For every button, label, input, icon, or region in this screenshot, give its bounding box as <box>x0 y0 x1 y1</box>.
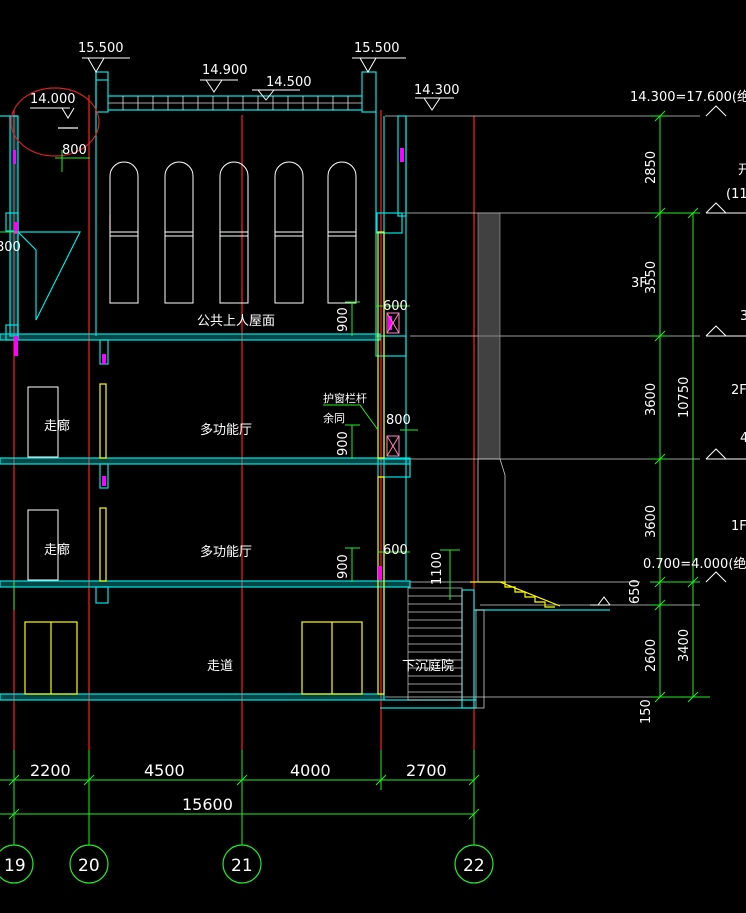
axis-bubble-19 <box>0 844 34 884</box>
dim-total-15600: 15600 <box>182 795 233 814</box>
axis-label-20: 20 <box>78 856 100 876</box>
axis-label-21: 21 <box>231 856 253 876</box>
dim-4500: 4500 <box>144 761 185 780</box>
dim-4000: 4000 <box>290 761 331 780</box>
dim-2700: 2700 <box>406 761 447 780</box>
dim-900-b: 900 <box>336 431 351 456</box>
dim-900-a: 900 <box>336 307 351 332</box>
label-passage: 走道 <box>207 659 233 674</box>
dim-600-a: 600 <box>383 299 408 314</box>
dimension-lines <box>0 110 710 845</box>
dim-800-b: 800 <box>386 413 411 428</box>
dim-600-b: 600 <box>383 543 408 558</box>
detail-callout-circle <box>10 87 100 157</box>
label-hall-2f: 多功能厅 <box>200 422 252 438</box>
floor-3f: 3F <box>631 276 647 291</box>
elevation-labels: 15.500 15.500 14.900 14.500 14.000 14.30… <box>30 41 746 572</box>
dim-3600-a: 3600 <box>644 383 659 416</box>
elevation-roof-left: 14.000 <box>30 92 76 107</box>
axis-numbers: 19 20 21 22 <box>4 856 485 876</box>
rail-note-leader <box>323 404 379 431</box>
horizontal-dimension-labels: 2200 4500 4000 2700 15600 <box>30 761 447 814</box>
label-window-rail: 护窗栏杆 <box>323 391 367 405</box>
vertical-dimension-labels: 2850 3550 3600 3600 650 2600 150 10750 3… <box>628 151 692 724</box>
elevation-parapet-mid1: 14.900 <box>202 63 248 78</box>
building-structure <box>0 71 610 709</box>
right-tag-1: 开 <box>738 163 746 178</box>
arched-windows <box>27 161 357 581</box>
label-hall-1f: 多功能厅 <box>200 544 252 560</box>
dim-10750: 10750 <box>677 377 692 418</box>
dim-150: 150 <box>639 699 654 724</box>
dim-3550: 3550 <box>644 261 659 294</box>
parapet-rail <box>108 96 362 110</box>
glazing-and-doors <box>24 231 561 695</box>
label-corridor-1f: 走廊 <box>44 542 70 558</box>
dim-2600: 2600 <box>644 639 659 672</box>
elevation-right-edge: 14.300 <box>414 83 460 98</box>
elevation-parapet-mid2: 14.500 <box>266 75 312 90</box>
dim-1100: 1100 <box>430 552 445 585</box>
window-markers <box>386 312 400 457</box>
accent-marks <box>13 148 404 580</box>
lower-cladding <box>475 458 506 709</box>
label-public-roof: 公共上人屋面 <box>197 314 275 329</box>
elevation-top-left: 15.500 <box>78 41 124 56</box>
courtyard-stair <box>407 587 463 701</box>
label-corridor-2f: 走廊 <box>44 418 70 434</box>
room-labels: 公共上人屋面 多功能厅 多功能厅 走廊 走廊 走道 下沉庭院 护窗栏杆 余同 <box>44 314 454 674</box>
dim-650: 650 <box>628 579 643 604</box>
dim-800-left: 800 <box>0 240 21 255</box>
elevation-absolute-top: 14.300=17.600(绝 <box>630 89 746 105</box>
right-tag-3: 4 <box>740 431 746 446</box>
dim-800-top: 800 <box>62 143 87 158</box>
label-sunken-courtyard: 下沉庭院 <box>402 658 454 674</box>
stone-cladding <box>477 212 501 460</box>
dim-3600-b: 3600 <box>644 505 659 538</box>
axis-label-22: 22 <box>463 856 485 876</box>
axis-bubble-22 <box>454 844 494 884</box>
floor-1f: 1F <box>731 519 746 534</box>
axis-label-19: 19 <box>4 856 26 876</box>
axis-bubble-20 <box>69 844 109 884</box>
axis-bubble-21 <box>222 844 262 884</box>
dim-2200: 2200 <box>30 761 71 780</box>
floor-tags: 3F 2F 1F 开 3 4 <box>631 163 746 534</box>
dim-2850: 2850 <box>644 151 659 184</box>
label-rail-same: 余同 <box>323 411 345 425</box>
elevation-top-right: 15.500 <box>354 41 400 56</box>
dim-900-c: 900 <box>336 554 351 579</box>
elevation-cut-paren: (11. <box>726 187 746 202</box>
right-tag-2: 3 <box>740 309 746 324</box>
elevation-absolute-ground: 0.700=4.000(绝 <box>643 556 746 572</box>
axis-bubbles <box>0 844 494 884</box>
dim-3400: 3400 <box>677 629 692 662</box>
elevation-markers <box>30 57 746 606</box>
floor-2f: 2F <box>731 383 746 398</box>
small-dimension-labels: 800 800 600 900 800 900 600 900 1100 <box>0 143 445 585</box>
